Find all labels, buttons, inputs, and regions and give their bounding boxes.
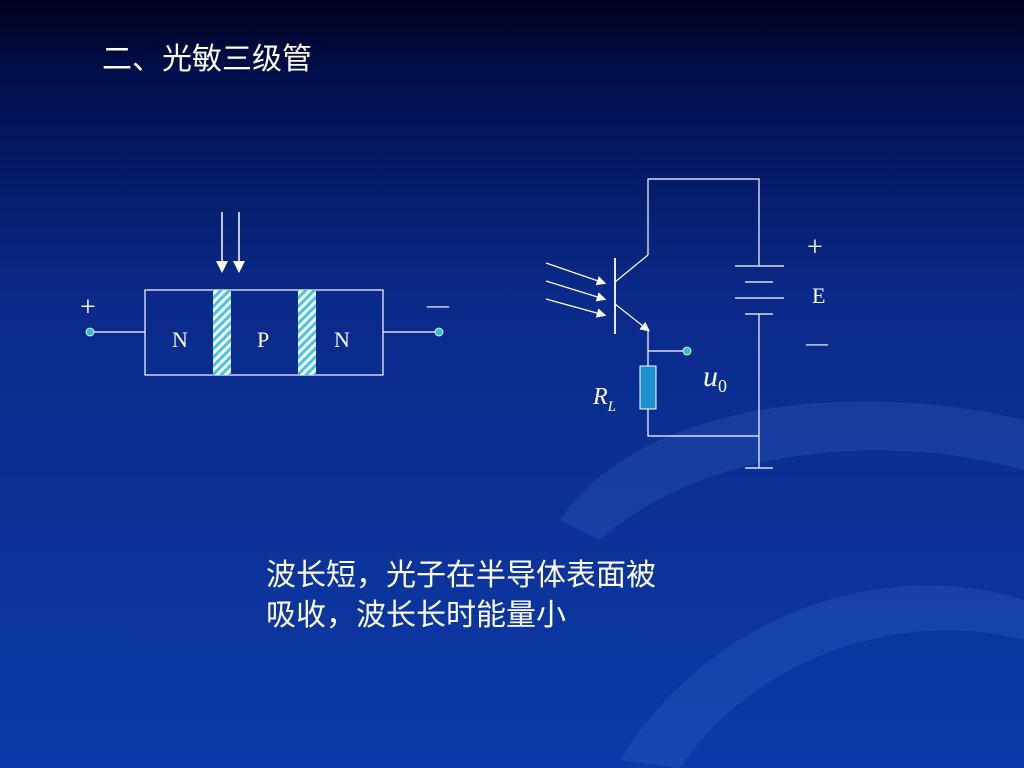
caption: 波长短，光子在半导体表面被 吸收，波长长时能量小: [266, 556, 726, 636]
region-left-label: N: [172, 327, 188, 352]
region-mid-label: P: [257, 327, 269, 352]
battery-symbol: [735, 265, 784, 315]
circuit-plus-label: +: [807, 232, 823, 263]
transistor-symbol: [614, 254, 650, 334]
phototransistor-circuit: [545, 178, 784, 469]
diode-minus-label: —: [426, 292, 450, 317]
output-terminal: [682, 346, 692, 356]
collector-wire: [647, 178, 760, 266]
caption-line-2: 吸收，波长长时能量小: [266, 598, 566, 633]
junction-left: [213, 290, 231, 375]
circuit-labels: + E — RL u0: [592, 232, 829, 415]
caption-line-1: 波长短，光子在半导体表面被: [266, 558, 656, 593]
resistor-label-main: R: [592, 384, 608, 410]
light-arrows-down: [216, 212, 245, 273]
circuit-minus-label: —: [805, 330, 829, 355]
slide-title: 二、光敏三级管: [102, 42, 312, 77]
right-terminal: [434, 327, 444, 337]
light-arrows-incident: [545, 262, 607, 318]
left-terminal: [85, 327, 95, 337]
output-label-sub: 0: [718, 376, 727, 396]
region-right-label: N: [334, 327, 350, 352]
output-label-main: u: [703, 360, 718, 393]
source-label: E: [812, 283, 825, 308]
load-return-wire: [647, 409, 759, 437]
junction-right: [298, 290, 316, 375]
resistor-label-sub: L: [607, 399, 616, 415]
output-label: u0: [703, 360, 727, 396]
load-resistor: [639, 365, 657, 410]
resistor-label: RL: [592, 384, 616, 415]
npn-junction-diagram: + — N P N: [80, 212, 450, 376]
diode-plus-label: +: [80, 292, 96, 323]
